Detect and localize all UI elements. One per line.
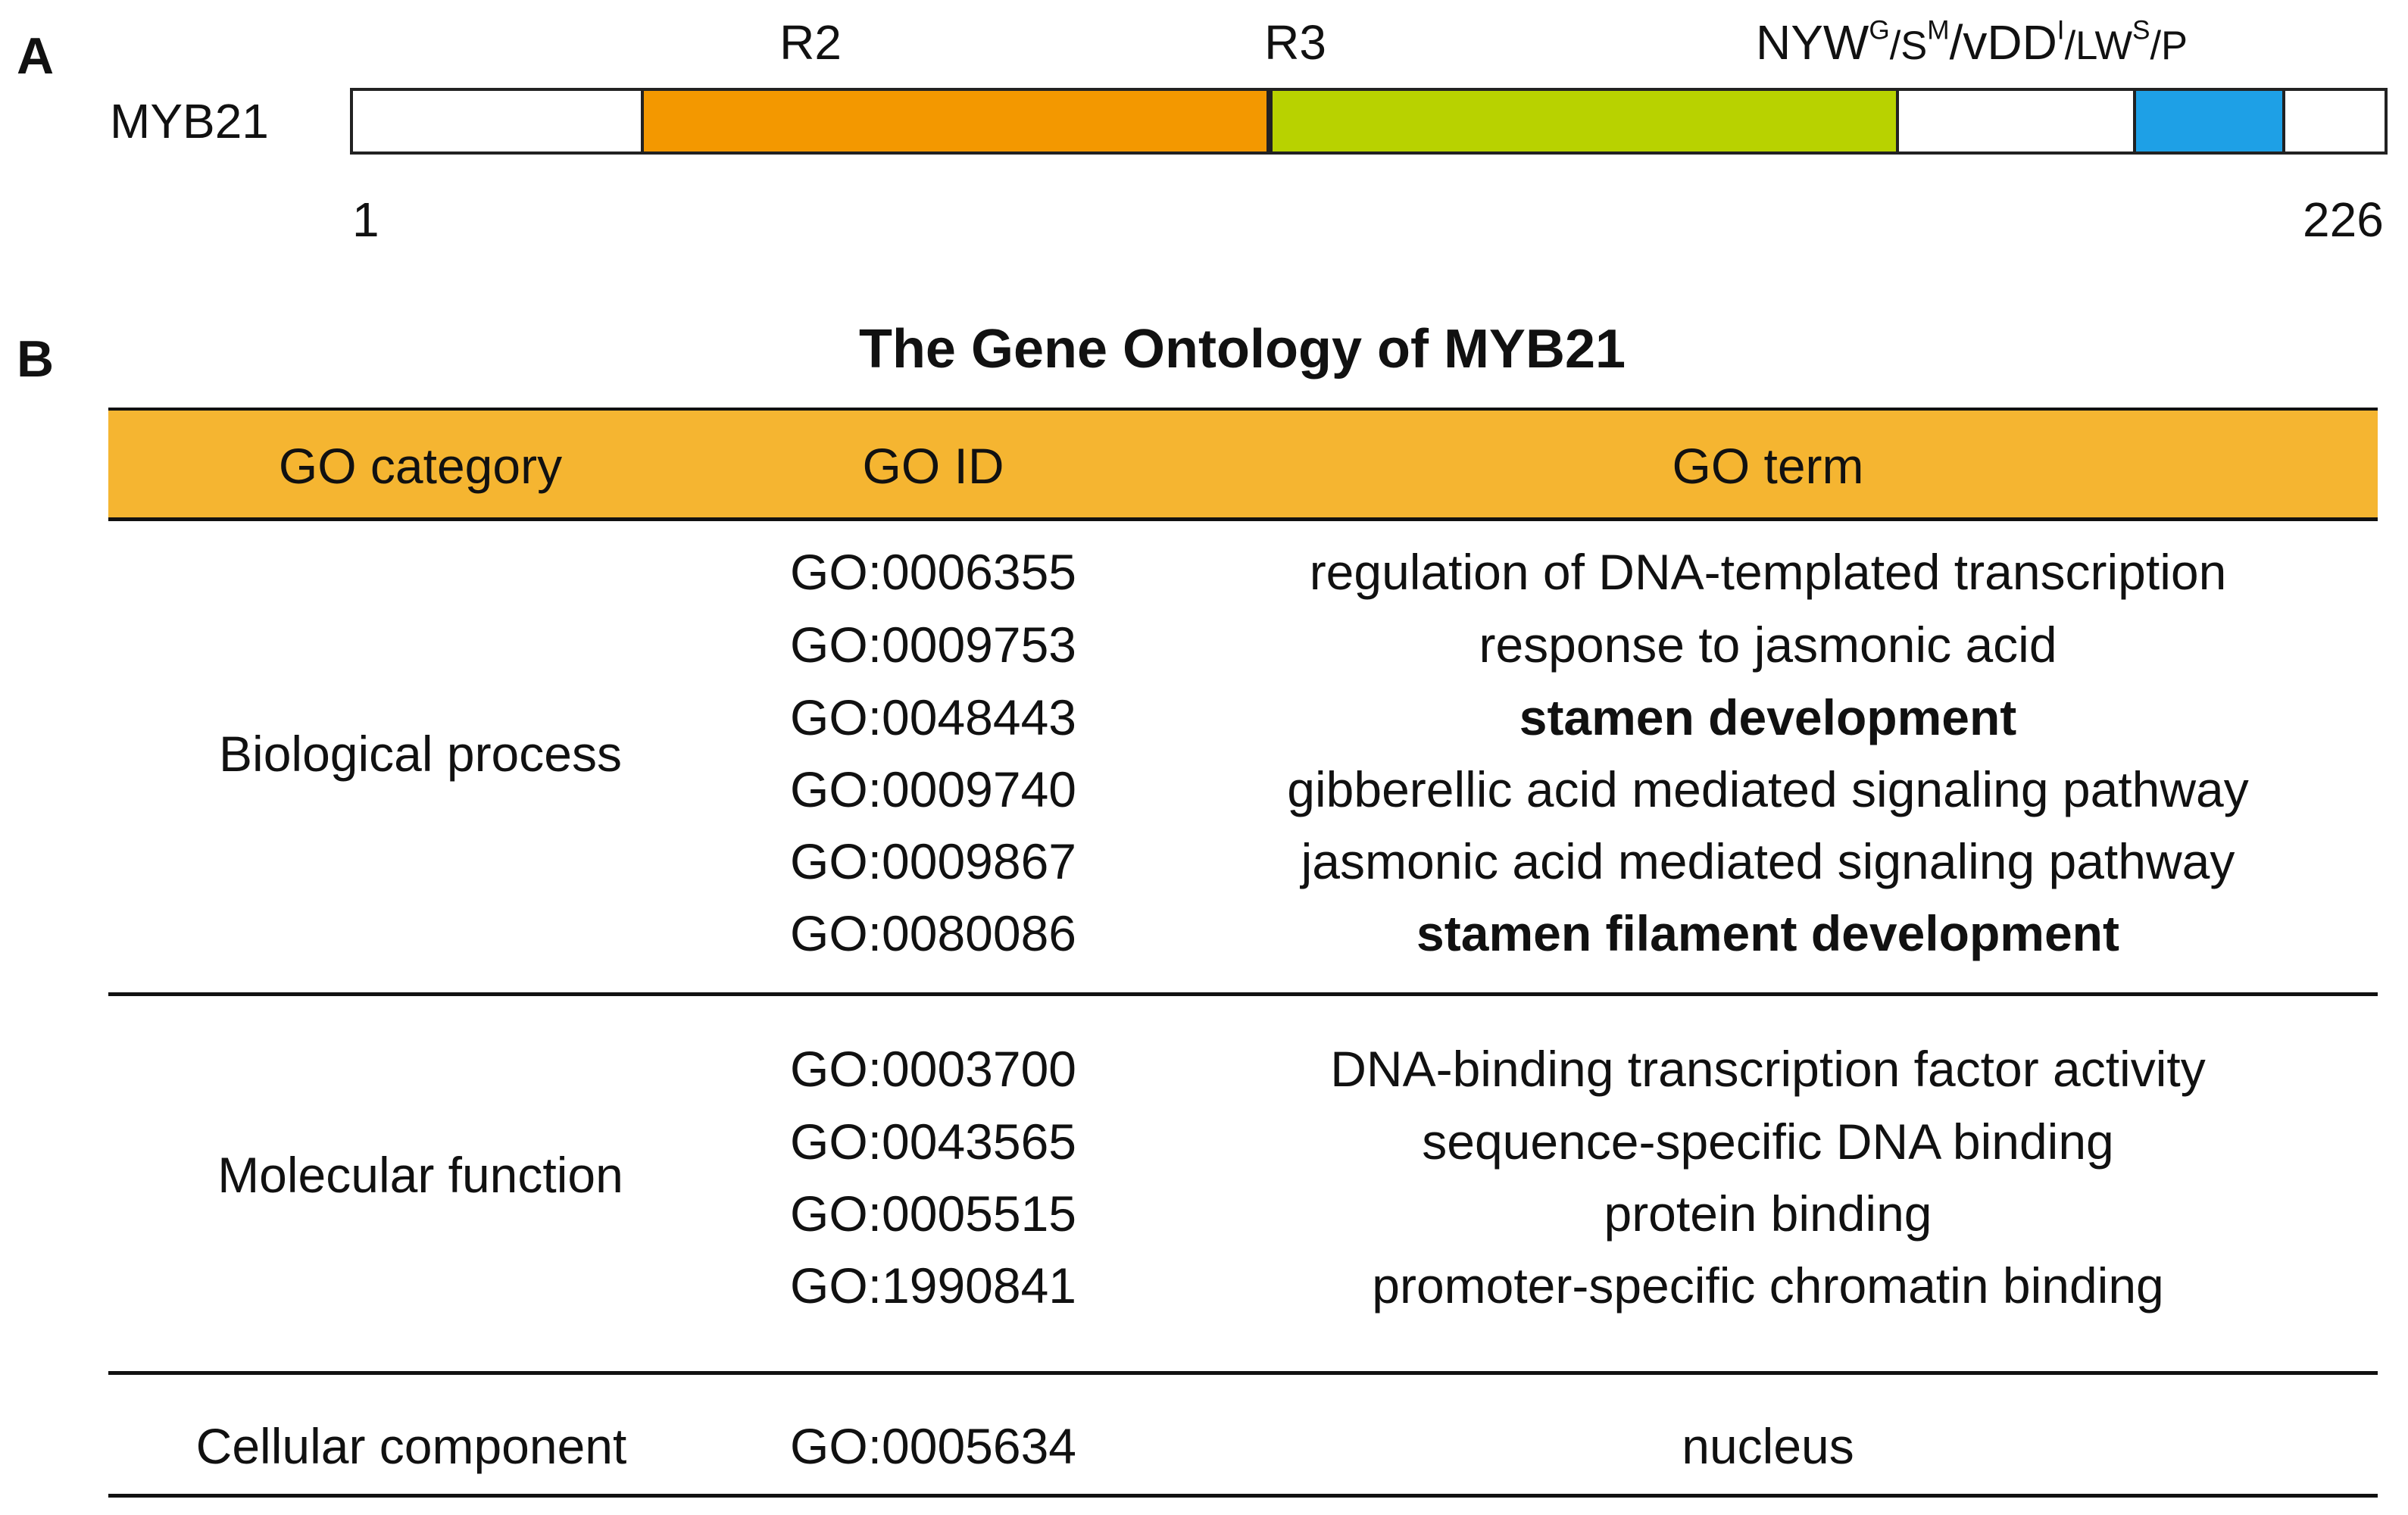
group-divider <box>108 1371 2378 1375</box>
category-biological-process: Biological process <box>219 726 622 782</box>
go-term-cell: gibberellic acid mediated signaling path… <box>1287 761 2249 817</box>
go-term-cell: DNA-binding transcription factor activit… <box>1330 1041 2206 1097</box>
header-go-id: GO ID <box>862 438 1004 494</box>
table-header-rule <box>108 517 2378 521</box>
motif-part: NYW <box>1756 15 1869 70</box>
go-term-cell: nucleus <box>1682 1418 1854 1474</box>
go-term-cell: response to jasmonic acid <box>1479 617 2057 673</box>
domain-label-r2: R2 <box>779 15 842 70</box>
go-term-cell: regulation of DNA-templated transcriptio… <box>1309 544 2227 600</box>
go-id-cell: GO:0003700 <box>790 1041 1076 1097</box>
go-id-cell: GO:0080086 <box>790 905 1076 961</box>
go-id-cell: GO:0006355 <box>790 544 1076 600</box>
go-id-cell: GO:0005634 <box>790 1418 1076 1474</box>
protein-name: MYB21 <box>110 94 269 148</box>
go-id-cell: GO:0009753 <box>790 617 1076 673</box>
domain-r2 <box>640 91 1270 152</box>
go-id-cell: GO:0009740 <box>790 761 1076 817</box>
motif-part: /S <box>1889 23 1928 68</box>
motif-sup: S <box>2132 15 2150 45</box>
panel-b-letter: B <box>17 330 55 388</box>
end-position-label: 226 <box>2303 192 2384 247</box>
domain-motif <box>2132 91 2286 152</box>
go-id-cell: GO:0009867 <box>790 833 1076 889</box>
go-term-cell: stamen development <box>1519 689 2017 745</box>
motif-sup: M <box>1927 15 1950 45</box>
group-divider <box>108 992 2378 996</box>
category-cellular-component: Cellular component <box>195 1418 627 1474</box>
table-title: The Gene Ontology of MYB21 <box>858 319 1626 380</box>
go-id-cell: GO:0005515 <box>790 1185 1076 1242</box>
domain-r3 <box>1270 91 1900 152</box>
go-term-cell: stamen filament development <box>1416 905 2119 961</box>
domain-label-r3: R3 <box>1264 15 1326 70</box>
panel-a-letter: A <box>17 27 55 85</box>
motif-label: NYWG/SM/vDDI/LWS/P <box>1756 15 2188 70</box>
motif-part: /LW <box>2064 23 2132 68</box>
table-top-rule <box>108 408 2378 411</box>
go-id-cell: GO:0048443 <box>790 689 1076 745</box>
motif-part: /vDD <box>1949 15 2057 70</box>
go-term-cell: protein binding <box>1604 1185 1932 1242</box>
motif-sup: G <box>1869 15 1890 45</box>
header-go-term: GO term <box>1672 438 1864 494</box>
protein-bar <box>350 88 2388 155</box>
go-id-cell: GO:1990841 <box>790 1257 1076 1314</box>
table-header <box>108 411 2378 519</box>
go-id-cell: GO:0043565 <box>790 1114 1076 1170</box>
go-term-cell: jasmonic acid mediated signaling pathway <box>1301 833 2235 889</box>
table-bottom-rule <box>108 1494 2378 1498</box>
category-molecular-function: Molecular function <box>217 1147 623 1203</box>
go-term-cell: promoter-specific chromatin binding <box>1372 1257 2164 1314</box>
go-term-cell: sequence-specific DNA binding <box>1422 1114 2114 1170</box>
header-go-category: GO category <box>278 438 563 494</box>
motif-part: /P <box>2150 23 2188 68</box>
start-position-label: 1 <box>352 192 379 247</box>
motif-sup: I <box>2057 15 2065 45</box>
